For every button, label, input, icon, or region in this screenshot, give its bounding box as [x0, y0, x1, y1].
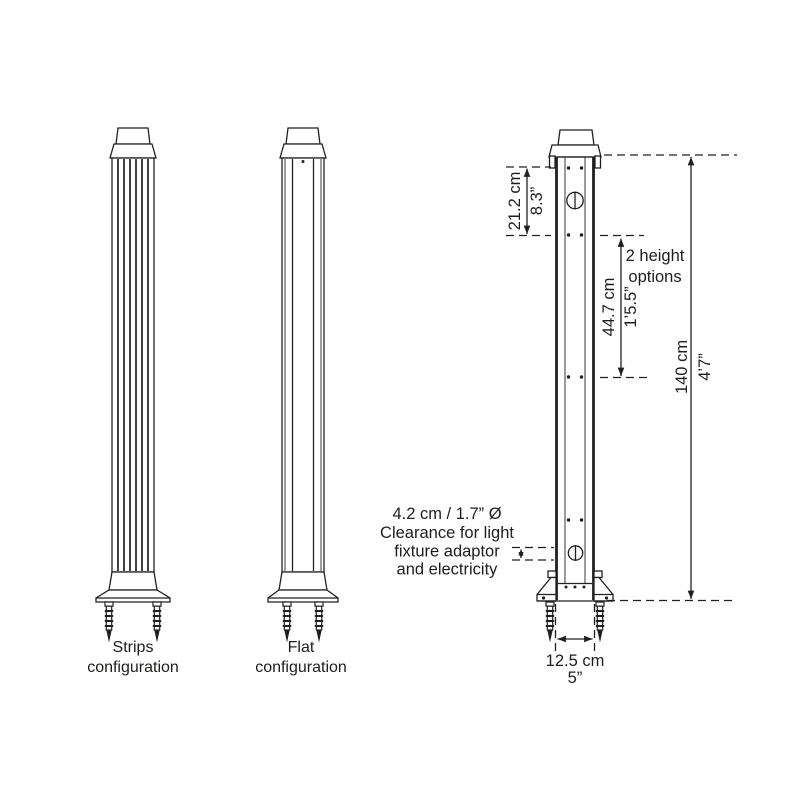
- side-block-right: [593, 570, 603, 579]
- height-options-line2: options: [628, 268, 681, 286]
- ground-screw-right: [151, 600, 163, 644]
- flat-label-line1: Flat: [288, 639, 315, 656]
- flat-label-line2: configuration: [255, 659, 347, 676]
- flat-column: Flat configuration: [255, 127, 347, 676]
- clearance-line1: 4.2 cm / 1.7” Ø: [392, 505, 501, 523]
- base-flare: [95, 589, 171, 603]
- dim-base-imperial: 5”: [568, 669, 583, 687]
- base-flare: [267, 589, 339, 603]
- cap-collar: [109, 143, 157, 159]
- top-fixing-dot: [301, 160, 305, 163]
- dim-mid-section: 44.7 cm 1’5.5” 2 height options: [600, 234, 685, 379]
- flute-lines: [117, 159, 149, 571]
- cap-top: [285, 127, 321, 145]
- mounting-holes: [566, 166, 584, 522]
- panel-lines: [284, 159, 322, 571]
- base-collar: [278, 571, 328, 591]
- screw-head-lower: [567, 545, 584, 561]
- ground-screw-left: [544, 600, 556, 644]
- ground-screw-left: [103, 600, 115, 644]
- foot-right: [593, 576, 614, 602]
- dim-mid-imperial: 1’5.5”: [622, 286, 640, 327]
- dim-mid-metric: 44.7 cm: [600, 278, 618, 337]
- ground-screw-right: [313, 600, 325, 644]
- dim-upper-section: 21.2 cm 8.3”: [506, 166, 551, 237]
- shaft-edges: [555, 157, 595, 600]
- foot-left: [536, 576, 557, 602]
- ground-screw-right: [594, 600, 606, 644]
- dim-total-imperial: 4’7”: [696, 353, 714, 381]
- dim-total-metric: 140 cm: [673, 340, 691, 394]
- strips-label-line2: configuration: [87, 659, 179, 676]
- shaft: [111, 157, 155, 573]
- height-options-line1: 2 height: [626, 247, 685, 265]
- shaft: [281, 157, 325, 573]
- strips-column: Strips configuration: [87, 127, 179, 676]
- dim-upper-imperial: 8.3”: [528, 187, 546, 215]
- clearance-line2: Clearance for light: [380, 524, 514, 542]
- flange-tab-right: [594, 155, 602, 169]
- cap-top: [557, 129, 595, 146]
- base-collar: [108, 571, 158, 591]
- screw-head-upper: [566, 191, 584, 210]
- clearance-line4: and electricity: [397, 561, 499, 579]
- dim-base-metric: 12.5 cm: [546, 652, 605, 670]
- ground-screw-left: [281, 600, 293, 644]
- strips-label-line1: Strips: [113, 639, 154, 656]
- cap-collar: [548, 144, 602, 158]
- side-block-left: [547, 570, 557, 579]
- dim-clearance: 4.2 cm / 1.7” Ø Clearance for light fixt…: [380, 505, 554, 579]
- dim-upper-metric: 21.2 cm: [506, 172, 524, 231]
- cap-collar: [279, 143, 327, 159]
- base-assembly: [536, 570, 614, 602]
- cap-top: [115, 127, 151, 145]
- dim-base-width: 12.5 cm 5”: [546, 604, 605, 687]
- clearance-line3: fixture adaptor: [394, 543, 500, 561]
- dim-total-height: 140 cm 4’7”: [604, 154, 737, 602]
- flange-tab-left: [548, 155, 556, 169]
- dimensioned-column: [536, 129, 614, 644]
